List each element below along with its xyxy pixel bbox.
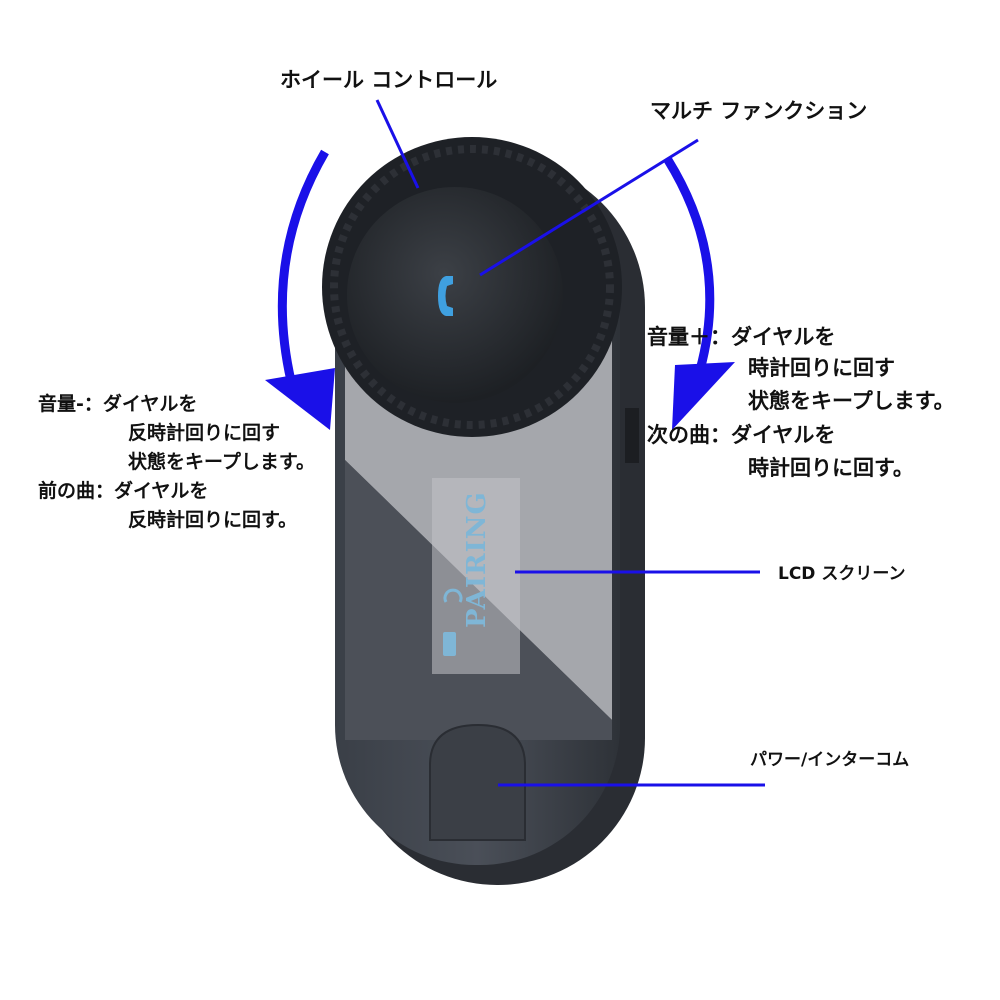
label-multi-function: マルチ ファンクション <box>650 99 868 123</box>
left-line: 反時計回りに回す <box>128 422 281 444</box>
right-line: 状態をキープします。 <box>748 389 955 413</box>
right-line: 時計回りに回す。 <box>748 456 914 480</box>
right-line: 次の曲：ダイヤルを <box>647 423 836 447</box>
battery-icon <box>443 632 456 656</box>
headset-icon <box>443 588 463 603</box>
left-line: 音量-：ダイヤルを <box>38 393 198 415</box>
lcd-status-text: PAIRING <box>462 491 492 628</box>
counterclockwise-arrow <box>277 149 329 387</box>
left-line: 状態をキープします。 <box>128 451 315 473</box>
wheel-pointer-line <box>375 99 420 189</box>
clockwise-arrow <box>664 157 715 372</box>
label-power-intercom: パワー/インターコム <box>750 750 910 770</box>
left-line: 反時計回りに回す。 <box>128 509 298 531</box>
label-wheel-control: ホイール コントロール <box>280 68 498 92</box>
multi-function-pointer-line <box>479 138 699 277</box>
power-intercom-button[interactable] <box>429 723 526 841</box>
multi-function-button[interactable] <box>347 187 563 403</box>
right-line: 音量＋：ダイヤルを <box>647 325 836 349</box>
label-lcd-screen: LCD スクリーン <box>778 564 906 584</box>
left-line: 前の曲：ダイヤルを <box>38 480 209 502</box>
right-line: 時計回りに回す <box>748 356 895 380</box>
side-button[interactable] <box>625 408 639 463</box>
phone-icon <box>438 276 453 316</box>
